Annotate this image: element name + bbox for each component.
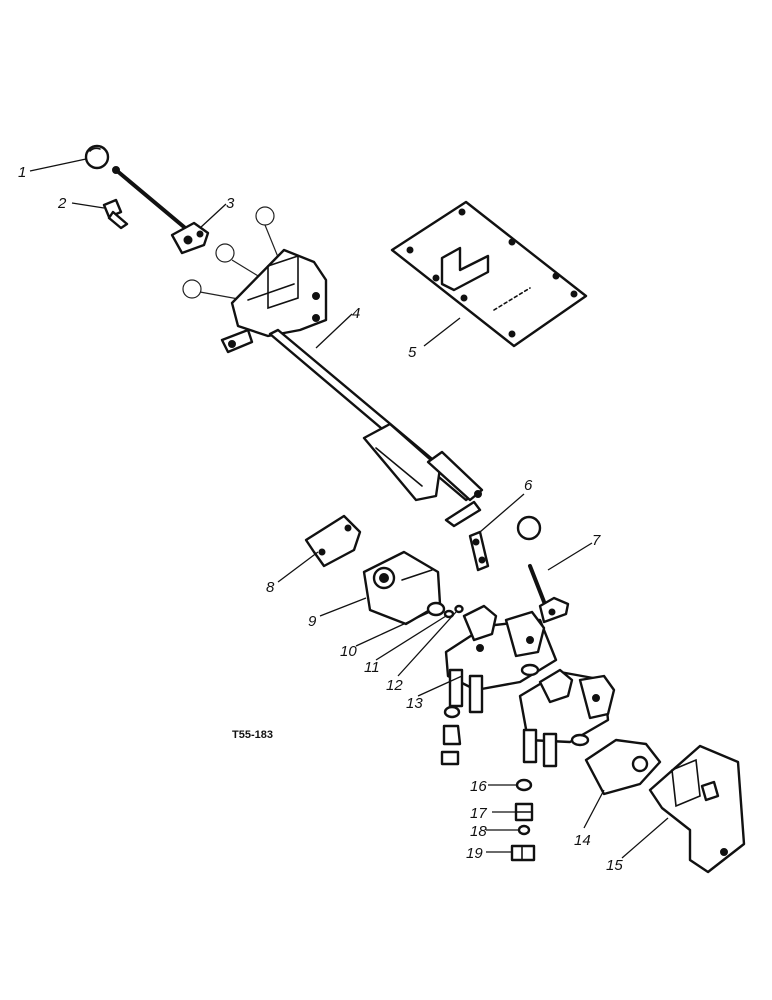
label-10: 10 [340,643,357,660]
label-1: 1 [18,164,26,181]
part-10-seal [426,601,446,617]
part-13-valve-block [444,604,616,768]
part-2-pin [102,198,129,230]
part-12-washer [454,604,464,614]
part-6-link [468,530,490,572]
label-5: 5 [408,344,417,361]
label-8: 8 [266,579,275,596]
label-4: 4 [352,305,360,322]
figure-reference: T55-183 [232,729,273,741]
label-13: 13 [406,695,423,712]
part-3-lever [112,166,210,255]
part-14-bracket [584,738,662,796]
label-9: 9 [308,613,317,630]
quadrant-bracket [220,248,328,354]
label-17: 17 [470,805,487,822]
ball [516,515,542,541]
part-11-washer [443,609,455,619]
label-7: 7 [592,532,601,549]
valve-fittings [440,705,462,766]
label-3: 3 [226,195,235,212]
label-14: 14 [574,832,591,849]
part-labels: 1 2 3 4 5 6 7 8 9 10 11 12 13 14 15 16 1… [18,164,623,874]
label-12: 12 [386,677,403,694]
part-4-shaft [268,328,484,528]
part-18-washer [517,824,531,836]
label-11: 11 [364,659,380,676]
part-17-union [514,802,534,822]
label-19: 19 [466,845,483,862]
label-18: 18 [470,823,487,840]
label-2: 2 [57,195,67,212]
part-5-cover-plate [390,200,588,348]
part-15-mounting-bracket [648,744,746,874]
label-15: 15 [606,857,623,874]
label-6: 6 [524,477,533,494]
part-1-knob [84,144,110,170]
part-19-nut [510,844,536,862]
part-8-bracket [304,514,362,568]
part-7-lever [528,564,570,624]
label-16: 16 [470,778,487,795]
part-16-washer [515,778,533,792]
leader-lines [29,158,669,859]
